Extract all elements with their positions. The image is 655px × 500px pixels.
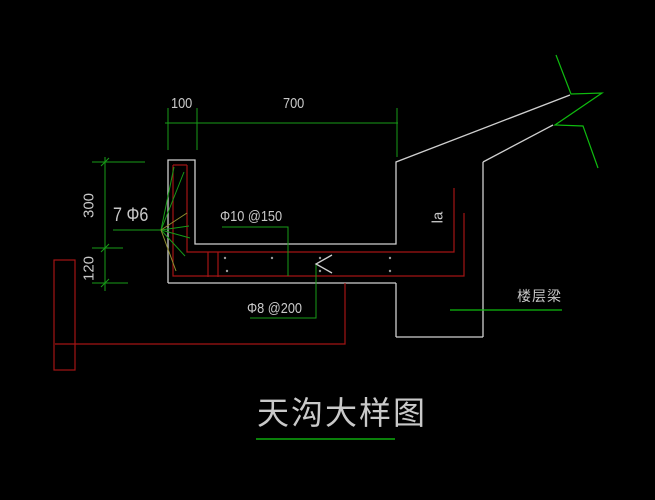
drawing-title: 天沟大样图 [257, 395, 428, 431]
dim-left-300: 300 [80, 192, 98, 219]
dim-top-100: 100 [171, 95, 193, 112]
label-slab-bottom-rebar: Φ8 @200 [247, 300, 303, 317]
label-anchorage-length: la [429, 211, 447, 224]
rebar-lines [53, 164, 465, 371]
dim-left-120: 120 [80, 255, 98, 282]
label-slab-top-rebar: Φ10 @150 [220, 208, 283, 225]
dim-top-700: 700 [283, 95, 305, 112]
leader-arrowhead [314, 254, 333, 274]
break-mark [553, 54, 605, 169]
leader-lines-olive [160, 212, 188, 272]
label-wall-rebar: 7 Φ6 [113, 205, 149, 226]
label-floor-beam: 楼层梁 [517, 288, 562, 304]
dimension-lines [92, 108, 398, 291]
slab-bar-dots [223, 256, 392, 273]
concrete-outline [167, 94, 571, 338]
leader-lines [113, 166, 317, 319]
